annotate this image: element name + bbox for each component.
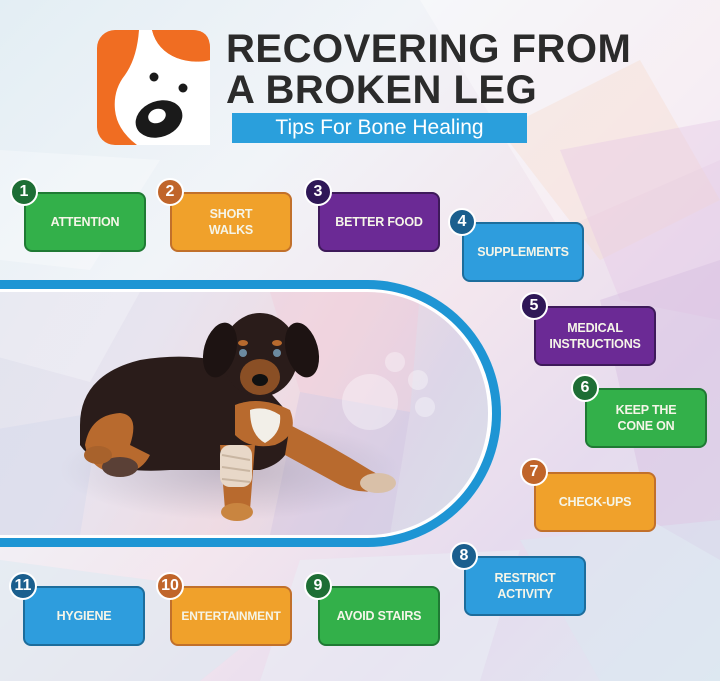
puppy-image — [60, 313, 400, 521]
tip-label: ENTERTAINMENT — [170, 586, 292, 646]
tip-number-badge: 7 — [520, 458, 548, 486]
tip-1-attention: 1 ATTENTION — [10, 178, 146, 252]
tip-5-medical-instructions: 5 MEDICAL INSTRUCTIONS — [520, 292, 656, 366]
tip-label: HYGIENE — [23, 586, 145, 646]
tip-number-badge: 10 — [156, 572, 184, 600]
tip-label: BETTER FOOD — [318, 192, 440, 252]
tip-9-avoid-stairs: 9 AVOID STAIRS — [304, 572, 440, 646]
tip-6-keep-the-cone-on: 6 KEEP THE CONE ON — [571, 374, 707, 448]
tip-10-entertainment: 10 ENTERTAINMENT — [156, 572, 292, 646]
tip-8-restrict-activity: 8 RESTRICT ACTIVITY — [450, 542, 586, 616]
tip-label: AVOID STAIRS — [318, 586, 440, 646]
tip-4-supplements: 4 SUPPLEMENTS — [448, 208, 584, 282]
tip-7-check-ups: 7 CHECK-UPS — [520, 458, 656, 532]
tip-number-badge: 4 — [448, 208, 476, 236]
paw-print-icon — [342, 352, 435, 430]
tip-label: SUPPLEMENTS — [462, 222, 584, 282]
tip-number-badge: 5 — [520, 292, 548, 320]
tip-number-badge: 2 — [156, 178, 184, 206]
tip-number-badge: 1 — [10, 178, 38, 206]
tip-label: ATTENTION — [24, 192, 146, 252]
tip-3-better-food: 3 BETTER FOOD — [304, 178, 440, 252]
tip-label: KEEP THE CONE ON — [585, 388, 707, 448]
title-line-1: RECOVERING FROM — [226, 27, 632, 71]
tip-label: MEDICAL INSTRUCTIONS — [534, 306, 656, 366]
tip-number-badge: 3 — [304, 178, 332, 206]
title-line-2: A BROKEN LEG — [226, 68, 538, 112]
subtitle-banner: Tips For Bone Healing — [232, 113, 527, 143]
tip-number-badge: 11 — [9, 572, 37, 600]
tip-number-badge: 8 — [450, 542, 478, 570]
tip-label: CHECK-UPS — [534, 472, 656, 532]
tip-label: RESTRICT ACTIVITY — [464, 556, 586, 616]
dog-face-logo-icon — [97, 30, 210, 145]
tip-label: SHORT WALKS — [170, 192, 292, 252]
tip-number-badge: 6 — [571, 374, 599, 402]
tip-number-badge: 9 — [304, 572, 332, 600]
tip-2-short-walks: 2 SHORT WALKS — [156, 178, 292, 252]
tip-11-hygiene: 11 HYGIENE — [9, 572, 145, 646]
